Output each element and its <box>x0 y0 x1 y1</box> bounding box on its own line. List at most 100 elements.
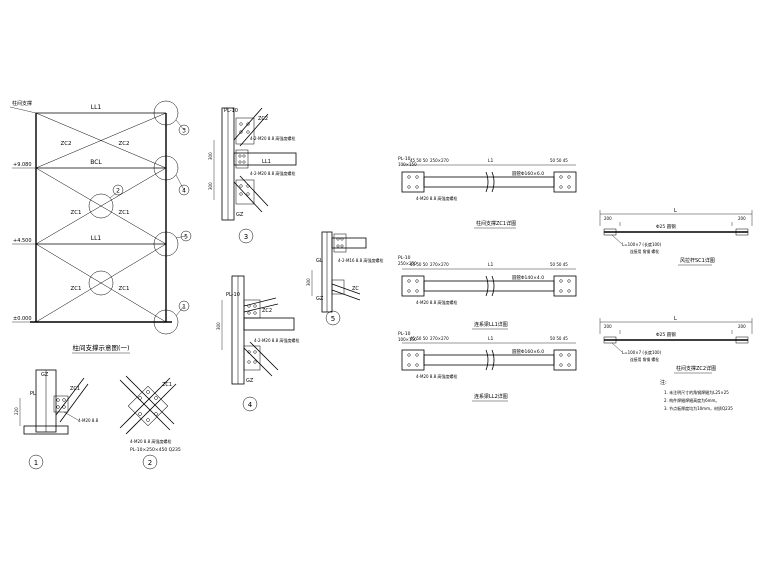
detail-1-dim: 220 <box>14 407 19 415</box>
detail-5-gl: GL <box>316 258 323 264</box>
detail-1-zc: ZC1 <box>70 386 80 392</box>
zc2-note: 连接用 角钢 螺栓 <box>630 357 659 362</box>
ll1-size-b: 270×270 <box>430 262 449 267</box>
ll2-caption: 连系梁LL2详图 <box>474 393 508 400</box>
detail-3-pl: PL-10 <box>224 108 238 114</box>
ll2-length: L1 <box>488 336 494 342</box>
elevation-9080: +9.080 <box>13 162 32 168</box>
brace-low-left-label: ZC1 <box>70 286 81 292</box>
sc1-caption: 风拉杆SC1详图 <box>680 257 715 264</box>
detail-3: PL-10 ZC2 LL1 GZ 4-2-M20 8.8 高强度螺栓 4-2-M… <box>208 107 297 244</box>
zc2-end-right: 200 <box>738 324 746 329</box>
ll1-length: L1 <box>488 262 494 268</box>
callout-2: 2 <box>116 188 120 195</box>
detail-2-bolt: 4-M20 8.8 高强度螺栓 <box>130 438 171 444</box>
detail-4-dim: 300 <box>216 322 221 330</box>
sc1-length: L <box>674 208 677 214</box>
brace-mid-left-label: ZC1 <box>70 210 81 216</box>
elevation-4500: +4.500 <box>13 238 32 244</box>
ll1-plate: PL-10 <box>398 255 411 261</box>
detail-4-gz: GZ <box>246 378 254 384</box>
detail-1-pl: PL <box>30 391 36 397</box>
callout-1: 1 <box>182 304 186 311</box>
detail-2-zc: ZC1 <box>162 382 172 388</box>
zc1-plate: PL-10 <box>398 156 411 162</box>
detail-3-dim-b: 300 <box>208 182 213 190</box>
ll1-caption: 连系梁LL1详图 <box>474 321 508 328</box>
ll1-plate-size: 250×250 <box>398 261 417 266</box>
notes-heading: 注: <box>660 379 667 386</box>
member-zc2-detail: L 200 200 Φ25 圆钢 L=100×7 (长度100) 连接用 角钢 … <box>599 316 753 374</box>
ll2-size-b: 270×270 <box>430 336 449 341</box>
ll1-dim-left: 45 50 50 <box>410 262 428 267</box>
member-ll2-detail: PL-10 100×150 45 50 50 270×270 L1 50 50 … <box>398 331 577 402</box>
zc1-bolt: 4-M20 8.8 高强度螺栓 <box>416 195 457 201</box>
detail-3-gz: GZ <box>236 212 244 218</box>
zc1-dim-right: 50 50 45 <box>550 158 568 163</box>
ll2-dim-left: 45 50 50 <box>410 336 428 341</box>
beam-low-label: LL1 <box>91 235 102 242</box>
zc1-length: L1 <box>488 158 494 164</box>
detail-4-number: 4 <box>248 401 253 409</box>
detail-3-number: 3 <box>244 233 248 241</box>
detail-3-bolt-1: 4-2-M20 8.8 高强度螺栓 <box>250 135 295 141</box>
detail-2: ZC1 4-M20 8.8 高强度螺栓 PL-10×250×450 Q235 2 <box>119 375 181 470</box>
brace-mid-right-label: ZC1 <box>118 210 129 216</box>
beam-top-label: LL1 <box>91 104 102 111</box>
overview-title: 柱间支撑示意图(一) <box>72 343 129 352</box>
member-zc1-detail: PL-10 100×150 45 50 50 250×270 L1 50 50 … <box>398 156 577 229</box>
callout-3: 3 <box>182 128 186 135</box>
detail-5-gz: GZ <box>316 296 324 302</box>
elevation-0000: ±0.000 <box>13 316 32 322</box>
ll2-bolt: 4-M20 8.8 高强度螺栓 <box>416 373 457 379</box>
detail-5-dim: 300 <box>306 278 311 286</box>
bracing-overview: 3 4 5 1 2 柱间支撑 LL1 BCL LL1 ZC2 ZC2 ZC1 Z… <box>9 100 192 354</box>
note-item-2: 2. 构件焊缝焊缝高度为6mm。 <box>664 397 719 403</box>
detail-1: GZ PL ZC1 4-M20 8.8 220 1 <box>14 369 99 470</box>
zc1-plate-size: 100×150 <box>398 162 417 167</box>
zc1-tube: 圆管Φ160×6.0 <box>512 170 544 177</box>
detail-4: PL-10 ZC2 GZ 4-2-M20 8.8 高强度螺栓 300 4 <box>216 275 299 412</box>
detail-3-bolt-2: 4-2-M20 8.8 高强度螺栓 <box>250 170 295 176</box>
ll1-dim-right: 50 50 45 <box>550 262 568 267</box>
note-item-3: 3. 节点板厚度均为10mm，材质Q235 <box>664 405 733 411</box>
detail-2-number: 2 <box>148 459 152 467</box>
zc2-caption: 柱间支撑ZC2详图 <box>676 365 716 372</box>
detail-5-zc: ZC <box>352 286 359 292</box>
detail-1-bolt: 4-M20 8.8 <box>78 418 99 423</box>
member-sc1-detail: L 200 200 Φ25 圆钢 L=100×7 (长度100) 连接用 角钢 … <box>599 208 753 266</box>
brace-top-left-label: ZC2 <box>60 141 71 147</box>
detail-4-pl: PL-10 <box>226 292 240 298</box>
brace-top-right-label: ZC2 <box>118 141 129 147</box>
detail-3-ll: LL1 <box>262 159 271 165</box>
sc1-note: 连接用 角钢 螺栓 <box>630 249 659 254</box>
sc1-rod: Φ25 圆钢 <box>656 223 676 230</box>
ll2-dim-right: 50 50 45 <box>550 336 568 341</box>
ll2-plate-size: 100×150 <box>398 337 417 342</box>
detail-3-zc: ZC2 <box>258 116 268 122</box>
ll2-plate: PL-10 <box>398 331 411 337</box>
zc1-caption: 柱间支撑ZC1详图 <box>476 220 516 227</box>
top-label: 柱间支撑 <box>12 100 32 107</box>
detail-1-number: 1 <box>34 459 38 467</box>
detail-2-plate: PL-10×250×450 Q235 <box>130 447 181 453</box>
detail-5-number: 5 <box>331 315 335 323</box>
detail-5: GL GZ ZC 4-2-M16 8.8 高强度螺栓 300 5 <box>306 231 383 326</box>
detail-5-bolt: 4-2-M16 8.8 高强度螺栓 <box>338 257 383 263</box>
zc1-size-b: 250×270 <box>430 158 449 163</box>
detail-4-zc: ZC2 <box>262 308 272 314</box>
sc1-angle: L=100×7 (长度100) <box>622 241 662 247</box>
sc1-end-right: 200 <box>738 216 746 221</box>
ll1-tube: 圆管Φ140×4.0 <box>512 274 544 281</box>
notes-block: 注: 1. 未注明尺寸的角钢焊缝为L25×25 2. 构件焊缝焊缝高度为6mm。… <box>660 379 733 411</box>
zc2-rod: Φ25 圆钢 <box>656 331 676 338</box>
detail-3-dim-a: 300 <box>208 152 213 160</box>
ll2-tube: 圆管Φ160×6.0 <box>512 348 544 355</box>
sc1-end-left: 200 <box>604 216 612 221</box>
brace-low-right-label: ZC1 <box>118 286 129 292</box>
zc2-angle: L=100×7 (长度100) <box>622 349 662 355</box>
zc1-dim-left: 45 50 50 <box>410 158 428 163</box>
ll1-bolt: 4-M20 8.8 高强度螺栓 <box>416 299 457 305</box>
detail-1-gz: GZ <box>41 372 49 378</box>
